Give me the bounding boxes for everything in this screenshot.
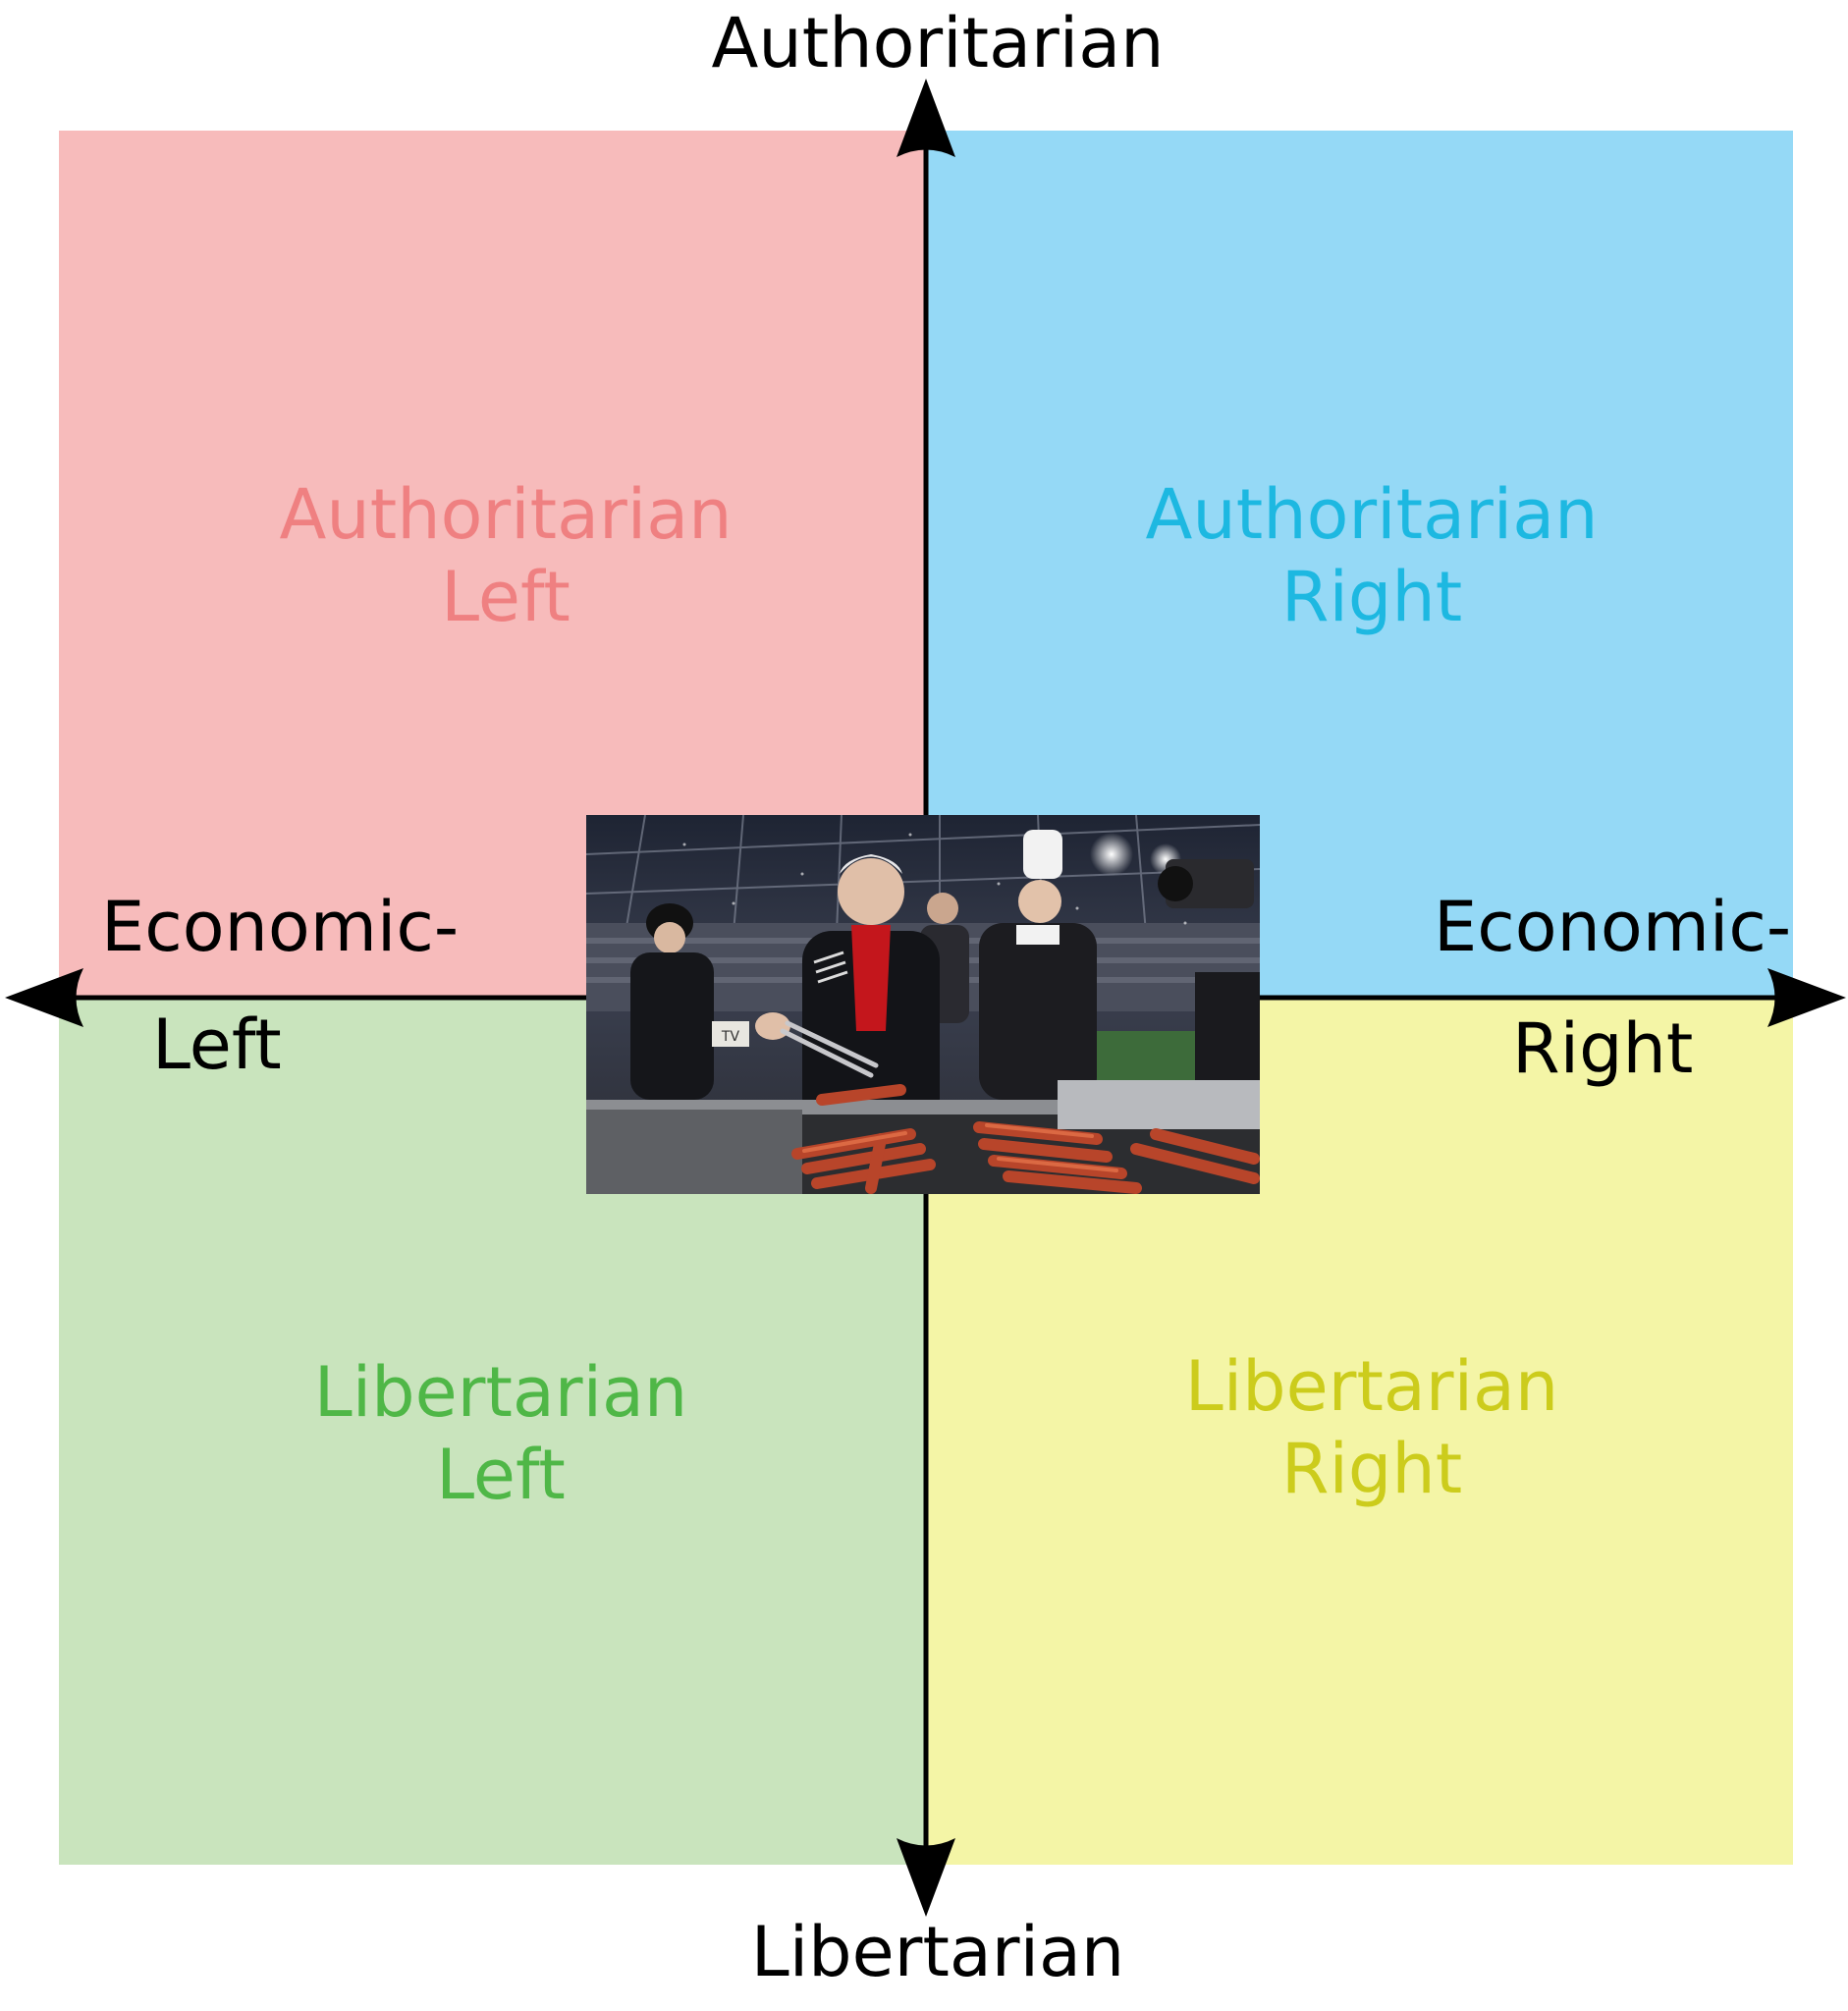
label-libertarian-left: Libertarian Left [157, 1351, 844, 1516]
arrow-left-icon [5, 968, 83, 1027]
label-libertarian-left-line2: Left [436, 1435, 566, 1515]
label-authoritarian-right-line2: Right [1280, 557, 1463, 637]
label-authoritarian-left-line2: Left [441, 557, 571, 637]
axis-label-top: Authoritarian [711, 3, 1165, 83]
label-libertarian-right-line1: Libertarian [1184, 1346, 1559, 1427]
label-libertarian-right-line2: Right [1280, 1429, 1463, 1509]
axis-label-right-line2: Right [1512, 1008, 1694, 1089]
label-libertarian-left-line1: Libertarian [313, 1352, 688, 1433]
sausage-grill-photo-icon: TV [586, 815, 1260, 1194]
label-libertarian-right: Libertarian Right [1028, 1345, 1715, 1510]
axis-label-left-line1: Economic- [101, 887, 460, 967]
axis-label-right-line1: Economic- [1434, 887, 1792, 967]
photo-sign-text: TV [721, 1029, 740, 1045]
arrow-up-icon [897, 79, 955, 157]
label-authoritarian-right-line1: Authoritarian [1145, 474, 1599, 555]
arrow-right-icon [1767, 968, 1846, 1027]
center-photo: TV [586, 815, 1260, 1194]
axis-label-bottom: Libertarian [750, 1912, 1125, 1992]
axis-label-left-line2: Left [152, 1005, 282, 1085]
arrow-down-icon [897, 1838, 955, 1917]
label-authoritarian-left-line1: Authoritarian [279, 474, 733, 555]
label-authoritarian-right: Authoritarian Right [1028, 473, 1715, 638]
label-authoritarian-left: Authoritarian Left [162, 473, 849, 638]
